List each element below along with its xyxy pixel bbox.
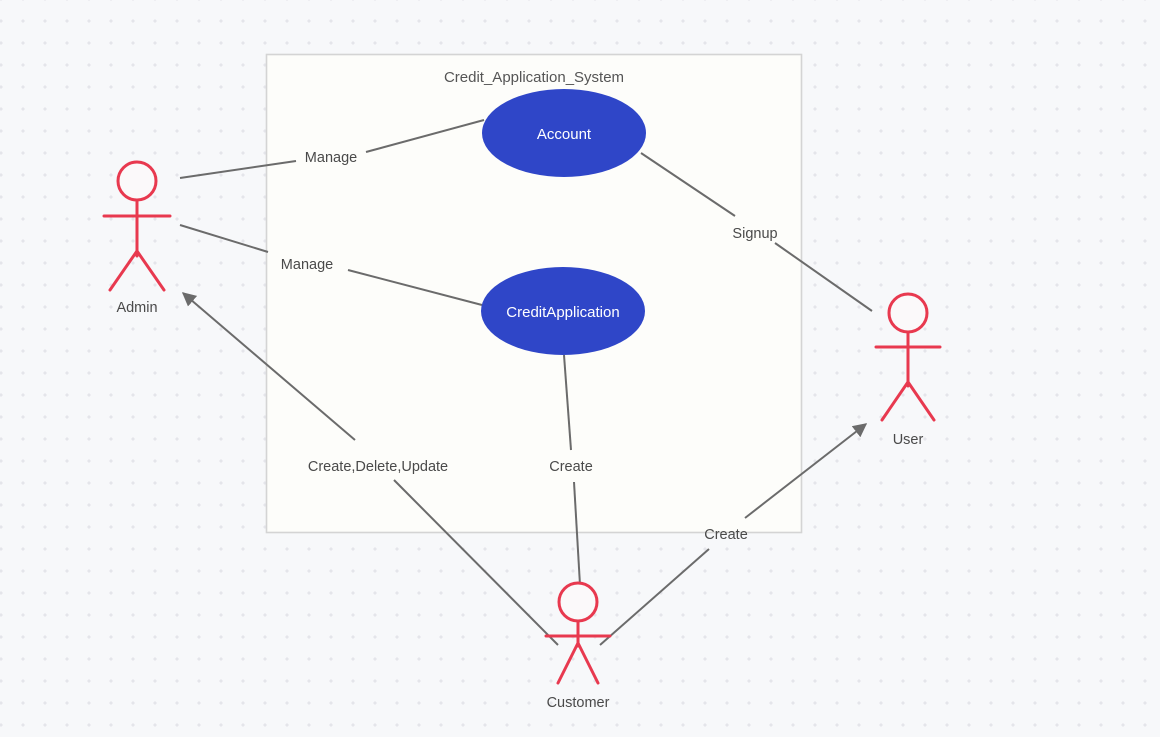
use-case-ellipse [482,89,646,177]
actor-leg-left [108,249,139,292]
use-case-label: Account [537,126,592,143]
edge-label-creditapplication-create-customer: Create [549,459,593,475]
edge-label-account-signup-user: Signup [732,226,777,242]
use-case-creditapplication[interactable]: CreditApplication [481,267,645,355]
actor-label: Admin [116,300,157,316]
actor-figure-icon [874,292,942,422]
use-case-ellipse [481,267,645,355]
edge-line-segment [599,548,710,646]
edge-line-segment [573,481,581,586]
edge-account-signup-user[interactable] [640,152,873,312]
actor-label: User [893,432,924,448]
edge-admin-manage-account[interactable] [179,119,485,179]
actor-customer[interactable]: Customer [544,581,612,711]
edge-line-segment [774,242,873,312]
associations-layer [179,119,873,646]
actor-figure-icon [102,160,172,292]
edge-line-segment [179,160,297,179]
actor-leg-left [880,380,910,422]
edge-labels-layer: Manage Manage Signup Create,Delete,Updat… [281,150,778,543]
edge-line-segment-arrow [181,292,356,441]
actor-figure-icon [544,581,612,685]
use-case-label: CreditApplication [506,304,619,321]
actor-leg-left [556,641,580,685]
use-case-account[interactable]: Account [482,89,646,177]
edge-line-segment [393,479,559,646]
edge-line-segment [365,119,485,153]
edge-label-customer-cdu-admin: Create,Delete,Update [308,459,448,475]
actor-user[interactable]: User [874,292,942,448]
edge-admin-manage-creditapplication[interactable] [179,224,483,306]
actor-leg-right [135,249,166,292]
actor-head [557,581,599,623]
edge-customer-create-user[interactable] [599,423,868,646]
edge-line-segment [347,269,483,306]
actor-leg-right [576,641,600,685]
edge-line-segment [179,224,269,253]
edge-label-admin-manage-creditapplication: Manage [281,257,333,273]
edge-label-customer-create-user: Create [704,527,748,543]
actor-label: Customer [547,695,610,711]
edge-creditapplication-create-customer[interactable] [563,354,581,586]
actor-head [116,160,158,202]
system-title: Credit_Application_System [444,69,624,86]
actor-leg-right [906,380,936,422]
actor-admin[interactable]: Admin [102,160,172,316]
edge-customer-cdu-admin[interactable] [181,292,559,646]
edge-line-segment [563,354,572,451]
edge-line-segment [640,152,736,217]
edge-line-segment-arrow [744,423,868,519]
edge-label-admin-manage-account: Manage [305,150,357,166]
actor-head [887,292,929,334]
